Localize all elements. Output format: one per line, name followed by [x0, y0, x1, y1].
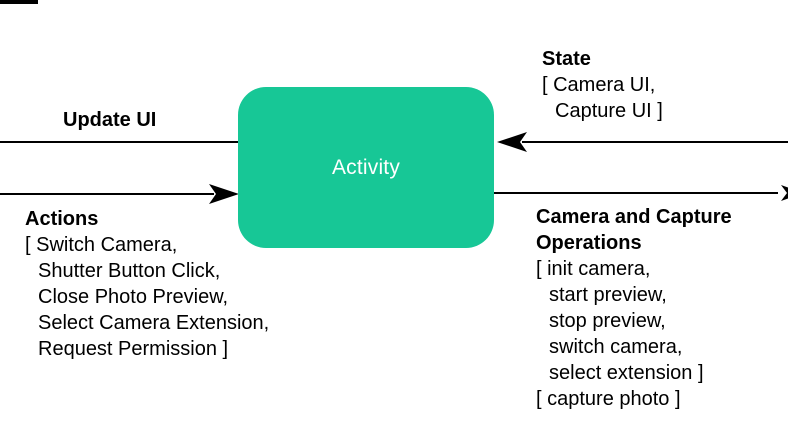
actions-label: Actions [25, 208, 99, 230]
activity-node: Activity [238, 87, 494, 248]
actions-list-item: Request Permission ] [38, 338, 229, 360]
camera-ops-list-item: start preview, [549, 284, 667, 306]
camera-ops-arrow [494, 185, 788, 201]
actions-arrow [0, 184, 239, 204]
actions-list-item: Select Camera Extension, [38, 312, 270, 334]
state-label: State [542, 48, 591, 70]
actions-list-item: Close Photo Preview, [38, 286, 229, 308]
update-ui-label: Update UI [63, 109, 157, 131]
camera-ops-label: Camera and Capture Operations [536, 206, 732, 254]
camera-ops-list-item: [ capture photo ] [536, 388, 681, 410]
state-arrow [497, 132, 788, 152]
camera-ops-list-item: stop preview, [549, 310, 666, 332]
camera-ops-list-item: [ init camera, [536, 258, 651, 280]
cropped-edge-artifact [0, 0, 38, 4]
camera-ops-block: Camera and Capture Operations [ init cam… [536, 204, 754, 412]
actions-block: Actions [ Switch Camera, Shutter Button … [25, 206, 269, 362]
state-list-item: [ Camera UI, [542, 74, 656, 96]
activity-node-label: Activity [331, 155, 401, 179]
actions-list-item: [ Switch Camera, [25, 234, 178, 256]
state-list-item: Capture UI ] [555, 100, 663, 122]
camera-ops-list-item: switch camera, [549, 336, 683, 358]
state-block: State [ Camera UI, Capture UI ] [542, 46, 663, 124]
actions-list-item: Shutter Button Click, [38, 260, 221, 282]
camera-ops-list-item: select extension ] [549, 362, 704, 384]
